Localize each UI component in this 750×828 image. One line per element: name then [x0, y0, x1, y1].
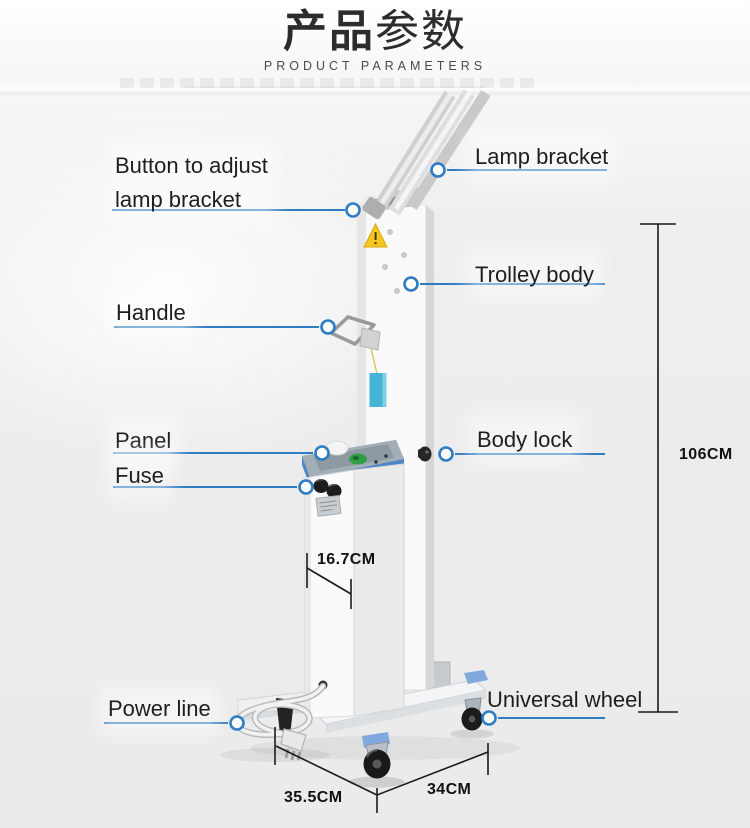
power-plug — [280, 728, 307, 761]
marker-lamp-bracket — [430, 162, 446, 178]
marker-body-lock — [438, 446, 454, 462]
dimension-height: 106CM — [679, 446, 733, 463]
screws — [382, 229, 407, 294]
callout-panel: Panel — [115, 424, 172, 458]
callout-lamp-bracket: Lamp bracket — [475, 140, 609, 174]
callout-button-adjust-line1: Button to adjust — [115, 153, 268, 178]
hang-tag — [369, 373, 387, 407]
warning-triangle-icon — [363, 222, 388, 248]
tube-end-cap — [362, 196, 386, 220]
marker-button-adjust — [345, 202, 361, 218]
dimension-base-length: 35.5CM — [284, 789, 343, 806]
marker-power-line — [229, 715, 245, 731]
marker-fuse — [298, 479, 314, 495]
caster-pad-rear — [464, 670, 488, 684]
callout-power-line: Power line — [108, 692, 211, 726]
callout-universal-wheel: Universal wheel — [487, 687, 643, 712]
fuse-knobs — [313, 479, 342, 498]
front-caster-wheel — [363, 741, 391, 779]
rear-caster-wheel — [461, 697, 483, 731]
lamp-tubes — [362, 89, 491, 220]
page-title: 产品参数 — [0, 8, 750, 56]
callout-trolley-body: Trolley body — [475, 258, 595, 292]
background-seam — [0, 84, 750, 96]
tag-string — [370, 347, 378, 375]
page-subtitle: PRODUCT PARAMETERS — [263, 59, 487, 73]
power-cord — [234, 682, 327, 761]
title-zh-light: 参数 — [375, 7, 467, 56]
marker-universal-wheel — [481, 710, 497, 726]
marker-trolley-body — [403, 276, 419, 292]
callout-fuse: Fuse — [115, 459, 164, 493]
label-plate — [315, 495, 342, 517]
callout-button-adjust: Button to adjust lamp bracket — [115, 149, 268, 217]
callout-body-lock: Body lock — [477, 423, 573, 457]
dimension-base-width: 34CM — [427, 781, 472, 798]
leader-circles — [229, 162, 497, 731]
body-lock-part — [418, 446, 432, 462]
faint-watermark-line — [120, 78, 540, 88]
callout-handle: Handle — [116, 296, 186, 330]
dimension-lines — [274, 223, 678, 813]
dimension-box-depth: 16.7CM — [317, 551, 376, 568]
title-zh-bold: 产品 — [283, 7, 375, 56]
faint-watermark-line-2 — [185, 86, 485, 88]
control-box — [302, 440, 405, 719]
leader-lines — [104, 169, 607, 724]
marker-handle — [320, 319, 336, 335]
title-block: 产品参数 PRODUCT PARAMETERS — [0, 0, 750, 74]
marker-panel — [314, 445, 330, 461]
handle-part — [329, 315, 381, 351]
callout-button-adjust-line2: lamp bracket — [115, 187, 241, 212]
